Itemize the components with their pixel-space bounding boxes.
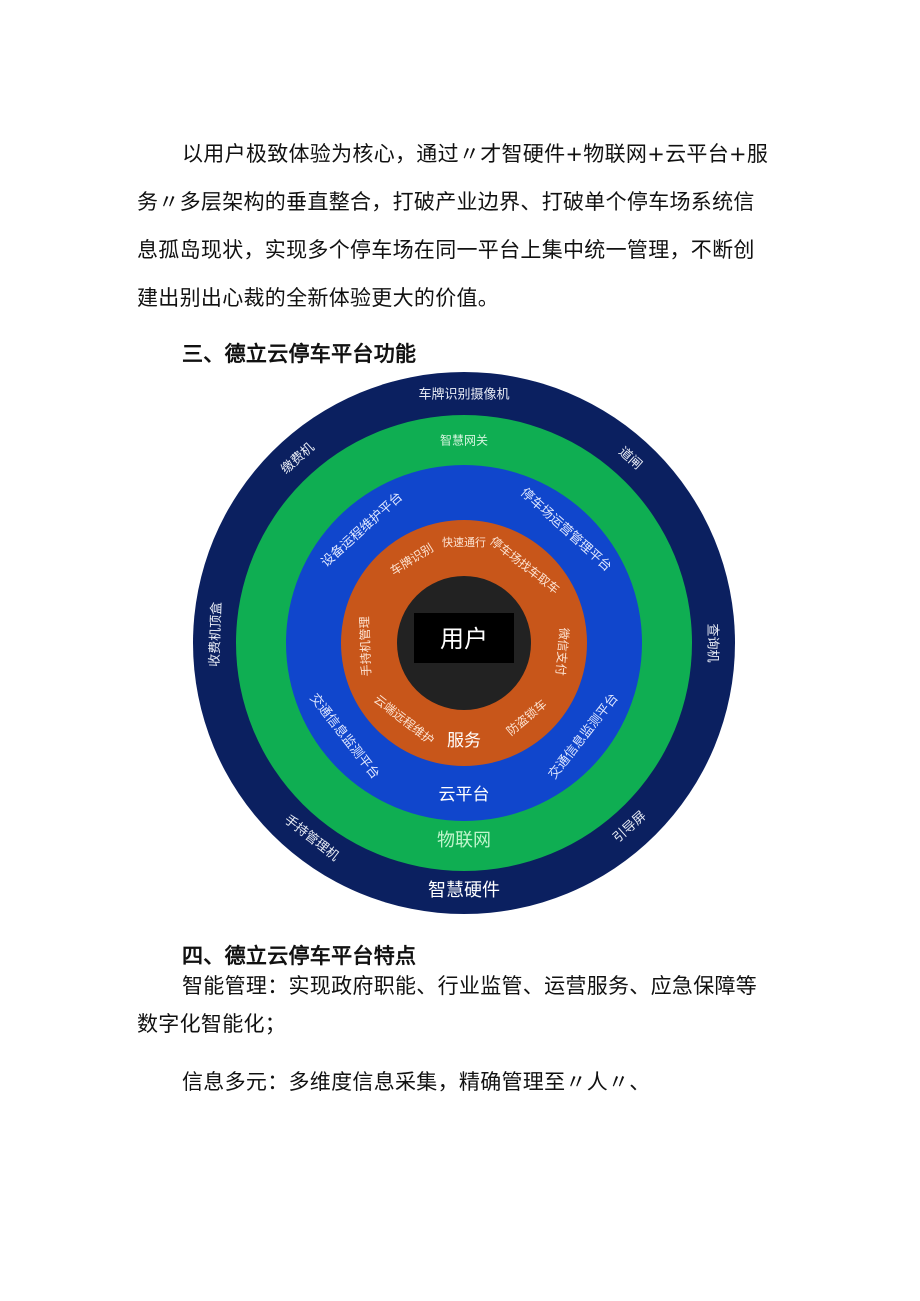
ring-label: 智慧硬件: [428, 880, 500, 901]
intro-line: 以用户极致体验为核心，通过〃才智硬件+物联网+云平台+服: [182, 142, 769, 166]
ring-label: 服务: [447, 731, 481, 751]
body-line: 信息多元：多维度信息采集，精确管理至〃人〃、: [182, 1070, 651, 1094]
ring-label: 微信支付: [553, 627, 571, 676]
center-label-box: [414, 613, 514, 663]
body-line: 数字化智能化；: [137, 1012, 287, 1036]
ring-label: 物联网: [437, 830, 491, 851]
body-line: 智能管理：实现政府职能、行业监管、运营服务、应急保障等: [182, 974, 758, 998]
section-heading: 三、德立云停车平台功能: [182, 342, 417, 366]
intro-line: 建出别出心裁的全新体验更大的价值。: [137, 286, 500, 310]
intro-line: 息孤岛现状，实现多个停车场在同一平台上集中统一管理，不断创: [137, 238, 755, 262]
ring-label: 查询机: [705, 623, 720, 662]
ring-label: 智慧网关: [440, 433, 488, 448]
section-heading: 四、德立云停车平台特点: [182, 944, 417, 968]
ring-label: 云平台: [439, 785, 490, 805]
center-label: 用户: [440, 625, 488, 653]
ring-label: 快速通行: [442, 536, 486, 549]
ring-label: 手持机管理: [357, 616, 374, 677]
intro-line: 务〃多层架构的垂直整合，打破产业边界、打破单个停车场系统信: [137, 190, 755, 214]
ring-label: 车牌识别摄像机: [418, 387, 509, 403]
ring-label: 收费机顶盒: [207, 602, 225, 668]
